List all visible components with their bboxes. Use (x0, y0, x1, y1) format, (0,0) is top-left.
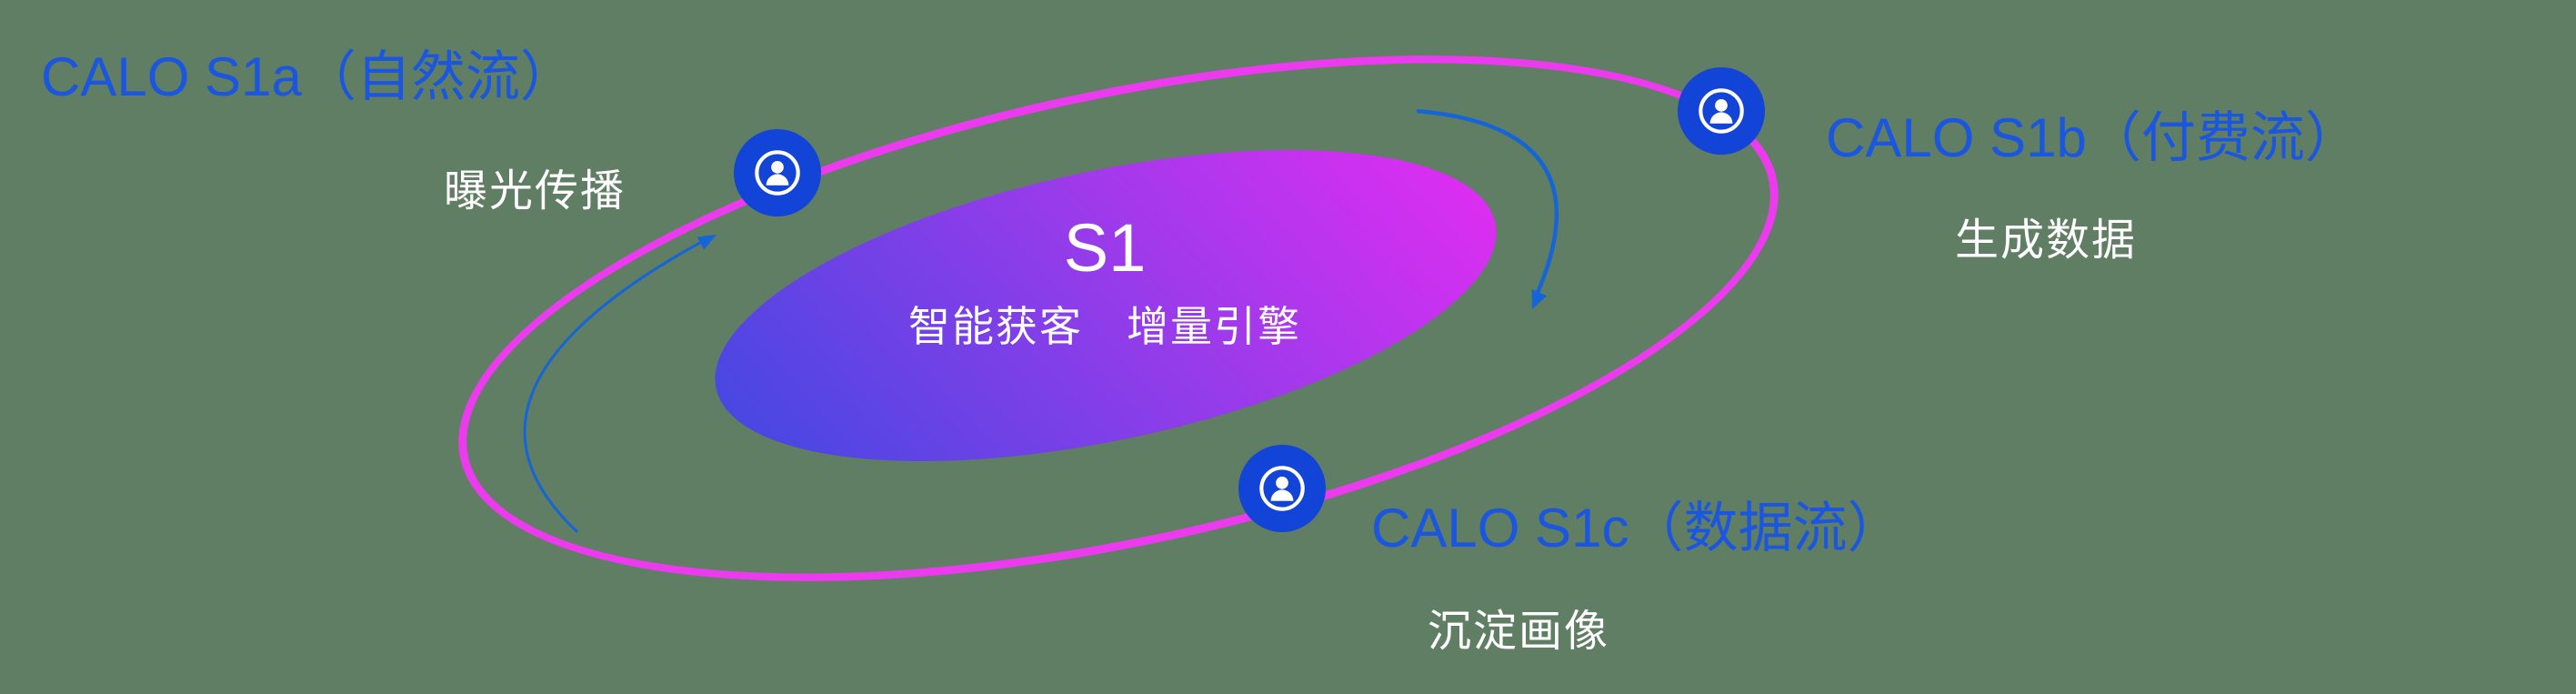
node-badge-s1a (734, 129, 821, 216)
center-title: S1 (1063, 210, 1147, 286)
node-subtitle-s1b: 生成数据 (1955, 216, 2138, 265)
node-subtitle-s1c: 沉淀画像 (1428, 608, 1610, 656)
node-badge-s1b (1678, 67, 1765, 155)
node-title-s1b: CALO S1b（付费流） (1826, 107, 2360, 168)
user-icon (1699, 88, 1744, 134)
node-subtitle-s1a: 曝光传播 (444, 167, 626, 216)
node-badge-s1c (1238, 445, 1326, 532)
center-subtitle: 智能获客 增量引擎 (908, 303, 1301, 351)
user-icon (755, 150, 800, 196)
node-title-s1a: CALO S1a（自然流） (41, 46, 575, 107)
center-label: S1 智能获客 增量引擎 (696, 211, 1514, 354)
user-icon (1259, 466, 1305, 511)
node-title-s1c: CALO S1c（数据流） (1371, 498, 1902, 558)
